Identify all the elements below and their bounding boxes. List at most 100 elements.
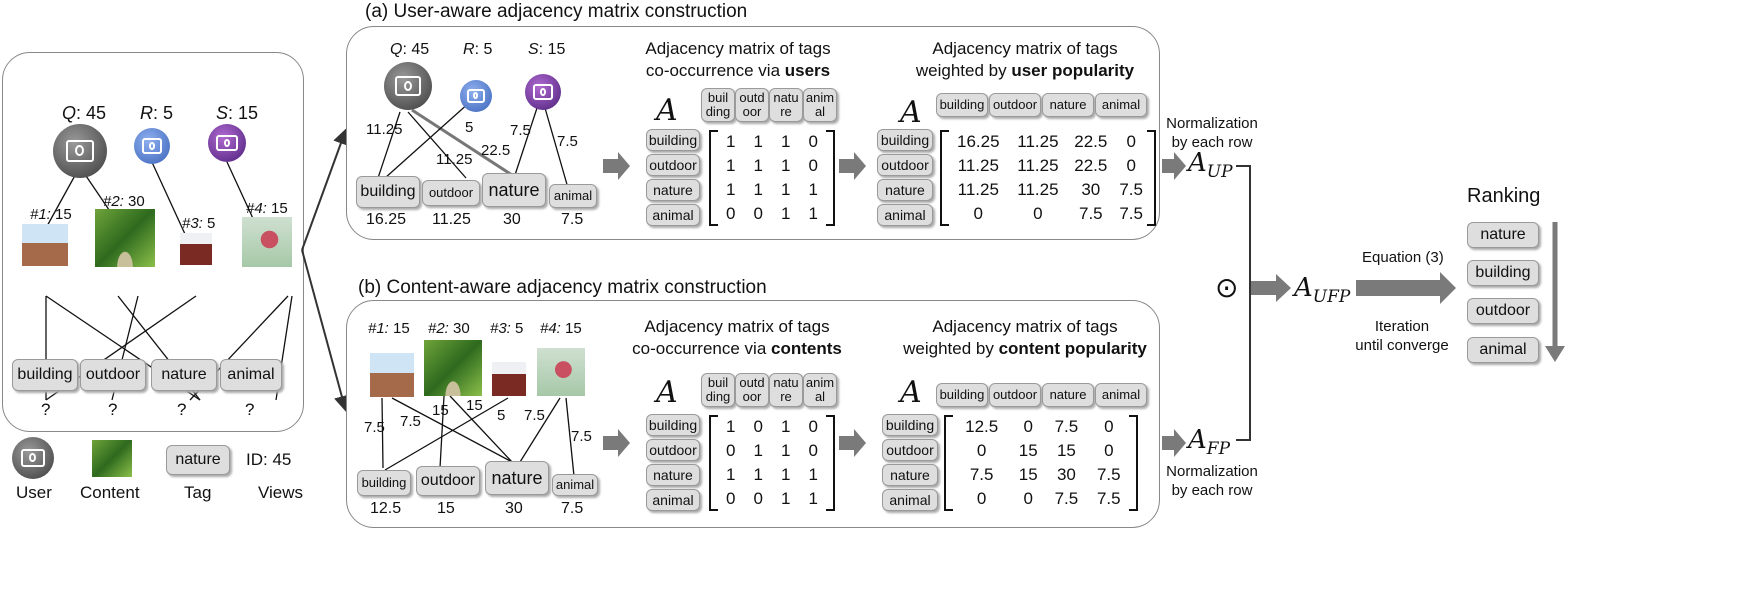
matrix-a-fp: AFP [1188,425,1231,460]
section-a-title: (a) User-aware adjacency matrix construc… [365,1,748,22]
panel-b-matrix2-row-building: building [882,414,938,436]
panel-b-edge-label: 7.5 [364,419,385,436]
content-1-label: #1: 15 [30,206,72,223]
panel-a-matrix1-col-nature: natu re [769,88,803,122]
panel-a-matrix2-col-animal: animal [1095,93,1147,117]
content-3-label: #3: 5 [182,215,216,232]
tag-unknown-3: ? [177,400,187,419]
panel-a-matrix1-row-animal: animal [646,204,700,226]
panel-a-matrix1-symbol: A [656,93,678,128]
panel-b-tag-score: 30 [505,500,523,517]
legend-views-label: Views [258,483,304,502]
ranking-item-3: outdoor [1467,298,1539,324]
panel-a-tag-nature: nature [482,173,546,207]
ranking-item-1: nature [1467,222,1539,248]
ranking-item-2: building [1467,260,1539,286]
panel-a-matrix2-col-outdoor: outdoor [989,93,1041,117]
panel-a-tag-building: building [356,176,420,208]
tag-nature: nature [151,359,217,391]
panel-b-matrix2-col-nature: nature [1042,383,1094,407]
user-q-camera-icon [53,124,107,178]
panel-a-matrix2-row-outdoor: outdoor [877,154,933,176]
panel-a-matrix2-symbol: A [900,95,922,130]
tag-animal: animal [220,359,282,391]
panel-b-content-1-church-image [370,353,414,397]
panel-b-tag-score: 15 [437,500,455,517]
user-r-camera-icon [134,128,170,164]
panel-b-edge-label: 7.5 [524,407,545,424]
panel-a-matrix2-row-building: building [877,129,933,151]
panel-a-matrix1-row-building: building [646,129,700,151]
panel-a-tag-outdoor: outdoor [422,180,480,206]
section-b-title: (b) Content-aware adjacency matrix const… [358,277,767,298]
legend-user-icon [12,437,54,479]
panel-a-user-q-label: Q: 45 [390,41,430,58]
panel-a-matrix2-row-nature: nature [877,179,933,201]
user-s-camera-icon [208,124,246,162]
panel-b-content-2-forest-image [424,340,482,396]
panel-b-tag-score: 12.5 [370,500,402,517]
panel-b-tag-score: 7.5 [561,500,584,517]
tag-outdoor: outdoor [80,359,146,391]
panel-a-tag-score: 11.25 [432,211,471,228]
matrix-a-ufp: AUFP [1294,273,1351,308]
panel-a-edge-label: 7.5 [510,122,531,139]
panel-b-edge-label: 15 [466,397,483,414]
panel-b-matrix1-row-building: building [646,414,700,436]
panel-b-tag-outdoor: outdoor [416,466,480,496]
panel-a-matrix1-col-building: buil ding [701,88,735,122]
panel-b-content-1-label: #1: 15 [368,320,410,337]
panel-b-matrix1-col-building: buil ding [701,373,735,407]
panel-a-user-q-icon [384,62,432,110]
panel-b-matrix1-col-animal: anim al [803,373,837,407]
ranking-item-4: animal [1467,337,1539,363]
panel-b-matrix1-symbol: A [656,375,678,410]
panel-a-user-r-label: R: 5 [463,41,493,58]
panel-b-tag-animal: animal [552,474,598,496]
matrix-a-up: AUP [1188,148,1233,183]
panel-b-content-3-label: #3: 5 [490,320,524,337]
panel-a-tag-score: 30 [503,211,521,228]
panel-b-content-4-label: #4: 15 [540,320,582,337]
panel-a-user-r-icon [460,80,492,112]
panel-b-matrix2-symbol: A [900,375,922,410]
legend-tag-label: Tag [184,483,212,502]
panel-a-user-s-label: S: 15 [528,41,566,58]
panel-a [346,26,1160,240]
legend-tag-example: nature [166,445,230,475]
panel-b-matrix1-col-nature: natu re [769,373,803,407]
panel-a-edge-label: 7.5 [557,133,578,150]
panel-a-matrix2-col-nature: nature [1042,93,1094,117]
panel-b-matrix2-col-outdoor: outdoor [989,383,1041,407]
content-2-label: #2: 30 [103,193,145,210]
content-4-bird-image [242,217,292,267]
panel-b-edge-label: 7.5 [571,428,592,445]
ranking-title: Ranking [1467,185,1541,207]
tag-unknown-2: ? [108,400,118,419]
panel-a-edge-label: 11.25 [366,121,403,138]
panel-b-matrix1-row-outdoor: outdoor [646,439,700,461]
panel-b-tag-nature: nature [485,461,549,495]
panel-a-tag-score: 16.25 [366,211,407,228]
panel-b-matrix2-col-animal: animal [1095,383,1147,407]
legend-id-example: ID: 45 [246,450,292,469]
panel-a-edge-label: 5 [465,119,474,136]
content-3-castle-image [180,233,212,265]
legend-user-label: User [16,483,52,502]
panel-b-matrix2-row-outdoor: outdoor [882,439,938,461]
panel-b-matrix2-row-nature: nature [882,464,938,486]
content-1-church-image [22,224,68,266]
panel-b-matrix2-col-building: building [936,383,988,407]
panel-b-edge-label: 15 [432,402,449,419]
content-4-label: #4: 15 [246,200,288,217]
